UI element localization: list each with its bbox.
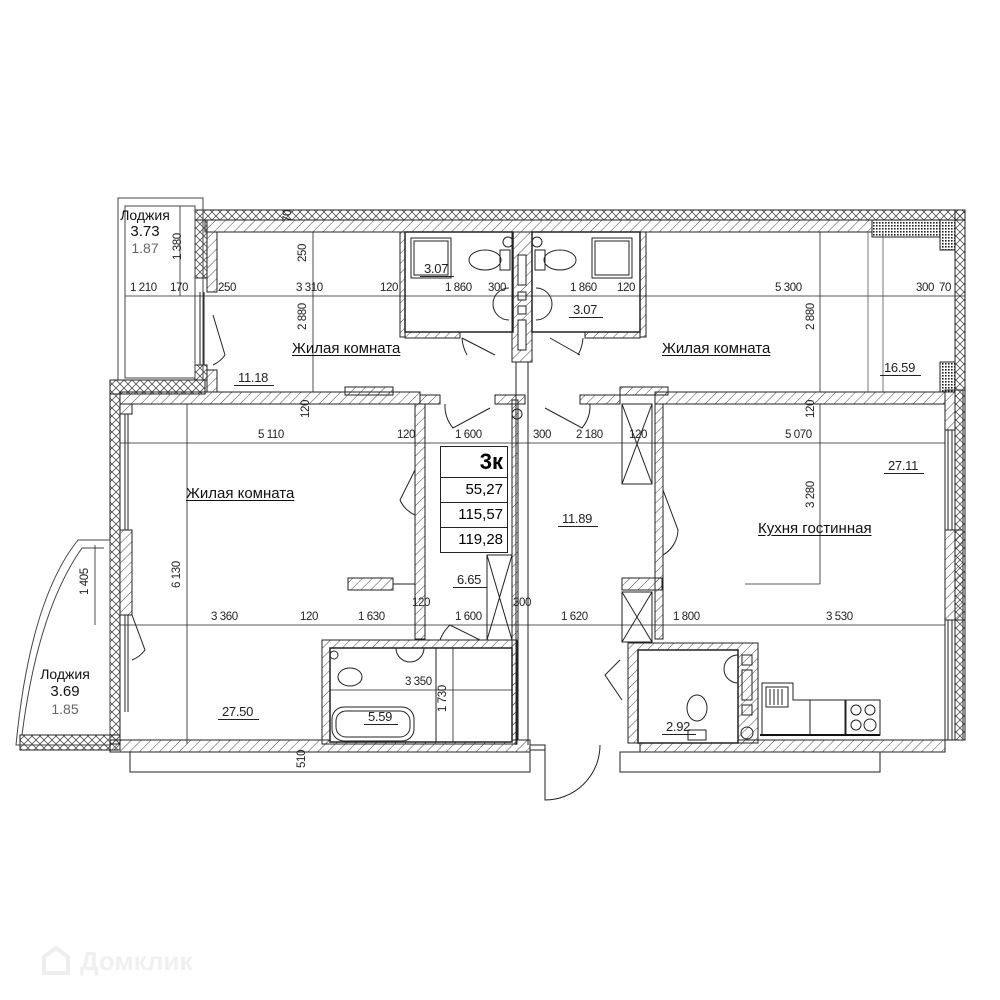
- dim-bot-8: 1 800: [673, 611, 700, 623]
- dim-top-7: 300: [488, 282, 506, 294]
- dim-mid-v-2: 120: [805, 400, 817, 418]
- dim-top-10: 5 300: [775, 282, 802, 294]
- loggia-upper-reduced-area: 1.87: [131, 240, 159, 256]
- dim-bath-width: 3 350: [405, 676, 432, 688]
- dim-bot-9: 3 530: [826, 611, 853, 623]
- dim-mid-2: 120: [397, 429, 415, 441]
- dim-mid-v-1: 120: [300, 400, 312, 418]
- dim-top-v-2: 2 880: [297, 303, 309, 330]
- dim-bot-6: 300: [513, 597, 531, 609]
- room-name-living-room-2: Жилая комната: [662, 340, 771, 357]
- dim-top-11: 300: [916, 282, 934, 294]
- dim-top-12: 70: [939, 282, 951, 294]
- dim-top-1: 1 210: [130, 282, 157, 294]
- total-area-with-loggias: 119,28: [441, 527, 507, 552]
- dim-top-3: 250: [218, 282, 236, 294]
- room-area-hall: 6.65: [453, 573, 488, 588]
- room-area-corridor: 11.89: [558, 512, 599, 527]
- room-name-kitchen-living: Кухня гостинная: [758, 520, 872, 537]
- dim-mid-6: 120: [629, 429, 647, 441]
- apartment-type: 3к: [479, 449, 503, 474]
- room-area-living-room-1: 11.18: [234, 371, 275, 386]
- apartment-summary-box: 3к 55,27 115,57 119,28: [440, 446, 508, 553]
- room-name-living-room-1: Жилая комната: [292, 340, 401, 357]
- loggia-upper: Лоджия 3.73 1.87: [118, 208, 172, 255]
- room-area-living-room-3: 27.50: [218, 705, 260, 720]
- loggia-upper-dimension: 1 380: [172, 233, 184, 260]
- dim-bath-height: 1 730: [437, 685, 449, 712]
- dim-mid-v-3: 3 280: [805, 481, 817, 508]
- room-area-bathroom-1: 3.07: [420, 262, 455, 277]
- loggia-lower-area: 3.69: [50, 683, 80, 700]
- dim-mid-5: 2 180: [576, 429, 603, 441]
- dim-bot-3: 1 630: [358, 611, 385, 623]
- room-area-bathroom-main: 5.59: [364, 710, 399, 725]
- dim-mid-1: 5 110: [258, 429, 284, 441]
- total-area: 115,57: [441, 502, 507, 527]
- dim-top-6: 1 860: [445, 282, 472, 294]
- room-area-bathroom-2: 3.07: [569, 303, 604, 318]
- loggia-upper-area: 3.73: [130, 223, 160, 240]
- dim-top-v-3: 2 880: [805, 303, 817, 330]
- dim-mid-4: 300: [533, 429, 551, 441]
- dim-bot-4: 120: [412, 597, 430, 609]
- loggia-upper-name: Лоджия: [120, 207, 170, 223]
- dim-top-5: 120: [380, 282, 398, 294]
- loggia-lower-reduced-area: 1.85: [51, 701, 79, 717]
- dim-mid-7: 5 070: [785, 429, 812, 441]
- dim-top-v-4: 70: [282, 210, 294, 222]
- room-area-living-room-2: 16.59: [880, 361, 922, 376]
- dim-bot-1: 3 360: [211, 611, 238, 623]
- domclick-watermark: Домклик: [40, 945, 192, 977]
- dim-top-2: 170: [170, 282, 188, 294]
- dim-top-v-1: 250: [297, 244, 309, 262]
- house-logo-icon: [42, 945, 70, 975]
- dim-bot-5: 1 600: [455, 611, 482, 623]
- dim-bot-2: 120: [300, 611, 318, 623]
- watermark-text: Домклик: [80, 945, 193, 976]
- dim-top-8: 1 860: [570, 282, 597, 294]
- loggia-lower-name: Лоджия: [40, 666, 90, 682]
- dim-top-4: 3 310: [296, 282, 323, 294]
- dim-bottom-v-1: 510: [296, 750, 308, 768]
- room-area-kitchen-living: 27.11: [884, 459, 925, 474]
- dim-top-9: 120: [617, 282, 635, 294]
- living-area: 55,27: [441, 477, 507, 502]
- dim-mid-3: 1 600: [455, 429, 482, 441]
- dim-mid-v-4: 6 130: [171, 561, 183, 588]
- room-area-wc: 2.92: [662, 720, 697, 735]
- room-name-living-room-3: Жилая комната: [186, 485, 295, 502]
- dim-bot-7: 1 620: [561, 611, 588, 623]
- loggia-lower-dimension: 1 405: [79, 568, 91, 595]
- loggia-lower: Лоджия 3.69 1.85: [38, 667, 92, 716]
